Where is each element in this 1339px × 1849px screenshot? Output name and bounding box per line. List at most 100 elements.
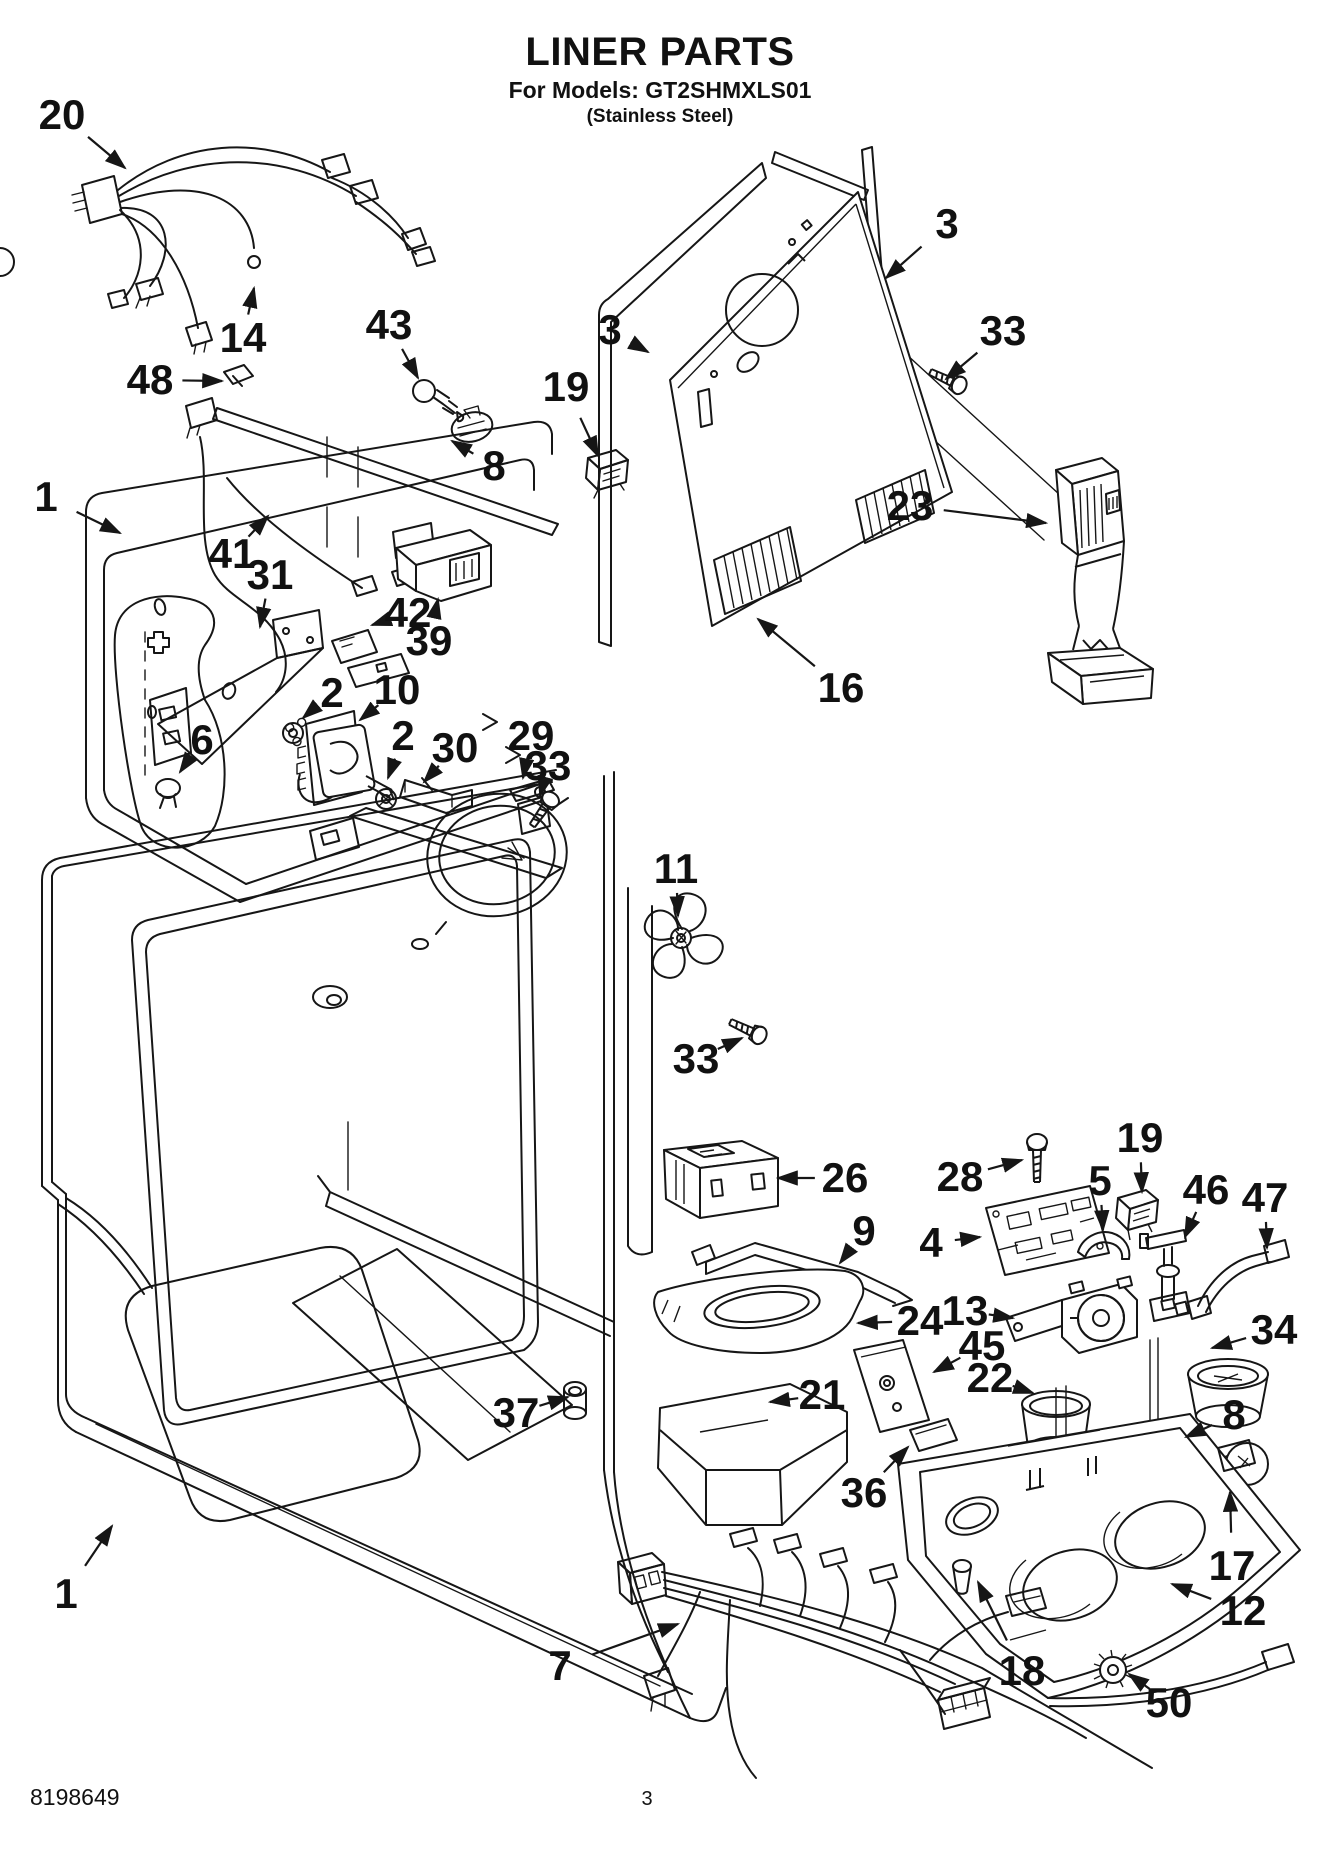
callout-label: 36 [841, 1469, 888, 1516]
callout-arrow [932, 1355, 961, 1374]
callout-label: 16 [818, 664, 865, 711]
callout-label: 10 [374, 666, 421, 713]
finish-subtitle: (Stainless Steel) [586, 105, 734, 127]
callout-label: 19 [543, 363, 590, 410]
callout-label: 23 [887, 482, 934, 529]
damper-stem-46-drawing [1139, 1229, 1191, 1322]
callout-arrow [450, 439, 474, 458]
callout-label: 3 [598, 306, 621, 353]
callout-label: 14 [220, 314, 267, 361]
callout-arrow [1127, 1672, 1151, 1692]
callout-arrow [767, 1391, 799, 1407]
label-42-drawing [331, 629, 410, 688]
callout-label: 41 [209, 530, 256, 577]
callout-arrow [988, 1307, 1016, 1323]
callout-arrow [539, 1395, 571, 1411]
callout-arrow [1183, 1211, 1201, 1240]
callout-arrow [944, 351, 979, 381]
callout-label: 4 [919, 1219, 943, 1266]
model-subtitle: For Models: GT2SHMXLS01 [508, 76, 812, 103]
screw-33-fan-drawing [728, 1018, 768, 1046]
callout-label: 3 [935, 200, 958, 247]
bulb-43-drawing [412, 379, 465, 423]
fan-blade-11-drawing [643, 892, 724, 979]
callout-arrow [386, 756, 402, 781]
callout-label: 33 [525, 742, 572, 789]
cup-34-drawing [1187, 1358, 1269, 1428]
callout-label: 45 [959, 1322, 1006, 1369]
gasket-3-left-drawing [598, 151, 869, 647]
callout-label: 31 [247, 551, 294, 598]
callout-label: 33 [980, 307, 1027, 354]
clip-48-drawing [223, 364, 254, 387]
callout-label: 13 [942, 1287, 989, 1334]
thermostat-10-drawing [296, 710, 395, 806]
air-duct-39-drawing [392, 522, 492, 602]
callout-label: 34 [1251, 1306, 1298, 1353]
page-number: 3 [641, 1788, 653, 1810]
callout-label: 21 [799, 1371, 846, 1418]
callout-arrow [178, 751, 198, 774]
callout-label: 17 [1209, 1542, 1256, 1589]
callout-label: 46 [1183, 1166, 1230, 1213]
callout-label: 19 [1117, 1114, 1164, 1161]
title-block: LINER PARTS For Models: GT2SHMXLS01 (Sta… [0, 30, 1320, 127]
callout-arrow [182, 373, 225, 389]
bracket-13-drawing [1005, 1275, 1138, 1354]
callout-arrow [627, 335, 650, 354]
callout-arrow [87, 136, 127, 170]
callout-label: 33 [673, 1035, 720, 1082]
callout-arrow [76, 510, 122, 534]
wire-harness-7-drawing [617, 1527, 1295, 1779]
callout-label: 7 [548, 1642, 571, 1689]
callout-label: 1 [34, 473, 57, 520]
plate-45-drawing [853, 1339, 930, 1433]
callout-arrow [537, 774, 553, 799]
callout-arrow [1209, 1335, 1247, 1350]
foam-cover-21-drawing [657, 1383, 848, 1526]
callout-label: 20 [39, 91, 86, 138]
callout-arrow [977, 1580, 1008, 1642]
callout-arrow [1184, 1421, 1213, 1438]
callout-label: 28 [937, 1153, 984, 1200]
callout-arrow [84, 1524, 114, 1567]
callout-label: 9 [852, 1207, 875, 1254]
callout-arrow [426, 596, 442, 620]
wire-harness-top-drawing [0, 146, 436, 355]
callout-label: 42 [385, 589, 432, 636]
callout-arrow [1133, 1162, 1149, 1195]
callout-arrow [422, 762, 444, 784]
callout-label: 48 [127, 356, 174, 403]
callout-arrow [884, 245, 923, 280]
callout-arrow [591, 1622, 681, 1656]
callout-label: 26 [822, 1154, 869, 1201]
callout-arrow [1169, 1582, 1212, 1600]
back-panel-drawing [669, 191, 953, 627]
page-title: LINER PARTS [525, 30, 795, 74]
callout-label: 18 [999, 1647, 1046, 1694]
callout-label: 5 [1088, 1157, 1111, 1204]
callout-arrow [943, 509, 1049, 529]
callout-label: 29 [508, 712, 555, 759]
switch-19-top-drawing [585, 449, 629, 499]
callout-label: 8 [1222, 1391, 1245, 1438]
bulb-18-drawing [952, 1559, 972, 1595]
callout-label: 1 [54, 1570, 77, 1617]
ice-box-26-drawing [663, 1140, 779, 1219]
callout-label: 43 [366, 301, 413, 348]
switch-19-lower-drawing [1115, 1189, 1159, 1241]
vent-grid-16a [713, 526, 802, 615]
callout-arrow [1222, 1489, 1239, 1533]
callout-label: 22 [967, 1354, 1014, 1401]
callout-arrow [717, 1036, 745, 1054]
callout-arrow [1258, 1221, 1274, 1251]
grommet-screw-2a-drawing [282, 717, 307, 747]
callout-arrow [669, 892, 685, 919]
callout-arrow [855, 1314, 893, 1331]
callout-label: 2 [391, 712, 414, 759]
trim-5-drawing [1077, 1231, 1131, 1260]
callout-label: 6 [190, 716, 213, 763]
callout-arrow [401, 348, 420, 380]
